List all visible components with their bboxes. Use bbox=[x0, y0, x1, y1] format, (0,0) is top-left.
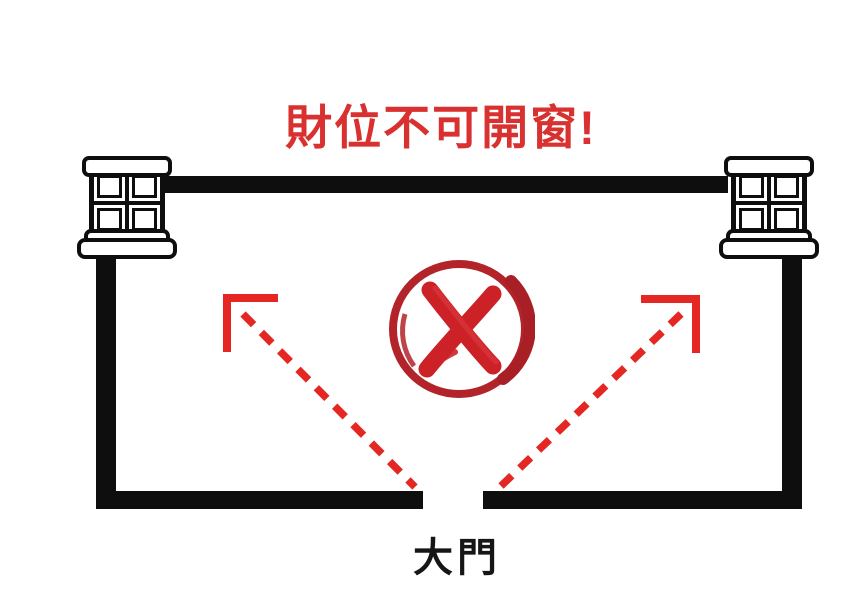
window-icon bbox=[719, 156, 819, 259]
room-wall-bottom-right bbox=[483, 491, 802, 509]
dashed-arrow-up-left-icon bbox=[223, 294, 418, 490]
brush-x-circle-icon bbox=[389, 260, 535, 398]
window-top-cap bbox=[82, 156, 172, 177]
room-wall-left bbox=[96, 250, 116, 508]
door-label: 大門 bbox=[413, 536, 501, 580]
dashed-arrow-up-right-icon bbox=[498, 295, 700, 489]
window-icon bbox=[77, 156, 177, 259]
room-wall-bottom-left bbox=[96, 491, 423, 509]
room-wall-top bbox=[164, 176, 728, 193]
room-wall-right bbox=[782, 250, 802, 508]
window-sill-base bbox=[719, 238, 819, 259]
page-title: 財位不可開窗! bbox=[285, 101, 597, 154]
window-top-cap bbox=[724, 156, 814, 177]
window-sill-base bbox=[77, 238, 177, 259]
